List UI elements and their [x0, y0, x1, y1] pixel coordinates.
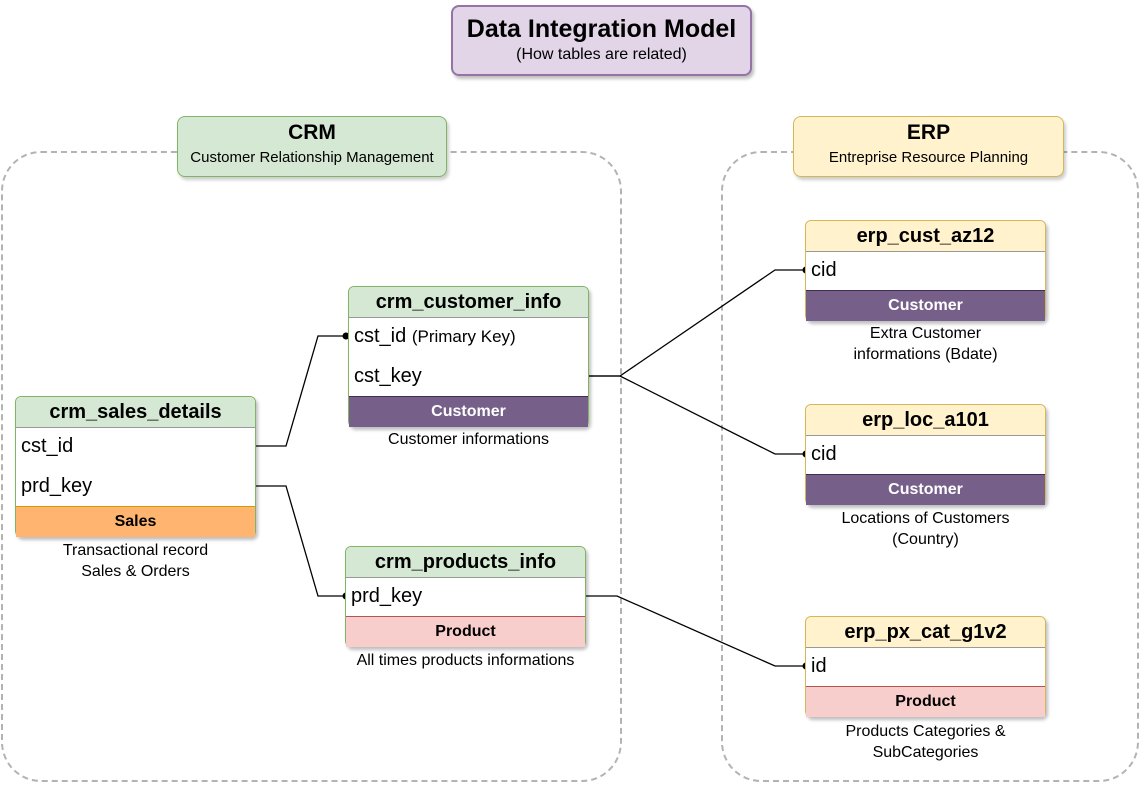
connector-customer-to-erp-cust [589, 269, 804, 377]
description-line: Locations of Customers [841, 510, 1010, 527]
description-line: informations (Bdate) [853, 346, 998, 363]
field-name: cst_id [354, 325, 407, 347]
table-description: Products Categories & SubCategories [805, 721, 1046, 763]
table-crm-sales-details[interactable]: crm_sales_details cst_id prd_key Sales [15, 396, 256, 537]
crm-header-box: CRM Customer Relationship Management [177, 116, 447, 177]
table-header: crm_customer_info [349, 287, 588, 318]
category-band-sales: Sales [16, 506, 255, 537]
crm-subtitle: Customer Relationship Management [190, 149, 434, 166]
category-band-customer: Customer [806, 474, 1045, 505]
description-line: (Country) [892, 531, 959, 548]
erp-subtitle: Entreprise Resource Planning [828, 149, 1029, 166]
description-line: Products Categories & [845, 723, 1006, 740]
table-erp-cust-az12[interactable]: erp_cust_az12 cid Customer [805, 220, 1046, 321]
diagram-title: Data Integration Model [466, 15, 737, 43]
table-erp-px-cat-g1v2[interactable]: erp_px_cat_g1v2 id Product [805, 616, 1046, 717]
connector-endpoint-dot [342, 332, 350, 340]
category-band-product: Product [346, 616, 585, 647]
field-cid: cid [811, 443, 837, 465]
field-cid: cid [811, 259, 837, 281]
primary-key-note: (Primary Key) [411, 327, 516, 346]
erp-header-box: ERP Entreprise Resource Planning [793, 116, 1064, 177]
table-header: crm_sales_details [16, 397, 255, 428]
field-cst-id: cst_id [21, 435, 74, 457]
crm-title: CRM [288, 121, 336, 144]
table-description: Extra Customer informations (Bdate) [805, 323, 1046, 365]
connector-customer-to-erp-loc [589, 375, 804, 455]
table-description: Customer informations [388, 431, 549, 448]
field-prd-key: prd_key [21, 475, 93, 497]
erp-title: ERP [906, 121, 951, 144]
table-header: erp_loc_a101 [806, 405, 1045, 436]
diagram-subtitle: (How tables are related) [516, 46, 687, 63]
table-header: erp_px_cat_g1v2 [806, 617, 1045, 648]
field-cst-key: cst_key [354, 365, 422, 387]
category-band-customer: Customer [806, 290, 1045, 321]
field-id: id [811, 655, 827, 677]
table-crm-customer-info[interactable]: crm_customer_info cst_id (Primary Key) c… [348, 286, 589, 427]
connector-sales-to-products [256, 485, 343, 597]
field-prd-key: prd_key [351, 585, 423, 607]
connector-sales-to-customer [256, 335, 346, 447]
table-crm-products-info[interactable]: crm_products_info prd_key Product [345, 546, 586, 647]
description-line: Sales & Orders [81, 563, 190, 580]
description-line: SubCategories [872, 744, 979, 761]
table-description: All times products informations [356, 652, 575, 669]
table-description: Locations of Customers (Country) [805, 508, 1046, 550]
table-header: crm_products_info [346, 547, 585, 578]
category-band-customer: Customer [349, 396, 588, 427]
connector-products-to-erp-cat [586, 595, 804, 667]
description-line: Extra Customer [869, 325, 982, 342]
category-band-product: Product [806, 686, 1045, 717]
table-description: Transactional record Sales & Orders [15, 540, 256, 582]
description-line: Transactional record [62, 542, 209, 559]
field-cst-id: cst_id (Primary Key) [354, 325, 516, 348]
table-erp-loc-a101[interactable]: erp_loc_a101 cid Customer [805, 404, 1046, 505]
table-header: erp_cust_az12 [806, 221, 1045, 252]
diagram-title-box: Data Integration Model (How tables are r… [451, 5, 752, 76]
